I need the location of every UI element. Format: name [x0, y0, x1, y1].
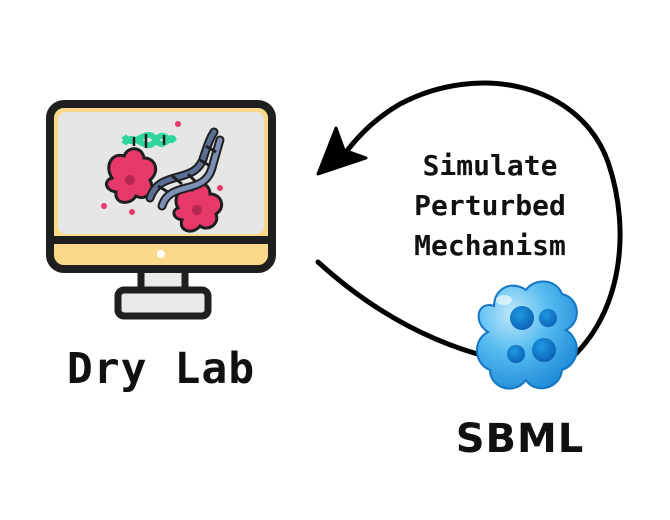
computer-monitor-icon: [46, 100, 276, 320]
monitor-base: [114, 286, 212, 320]
sbml-logo-hole: [507, 345, 525, 363]
cell-icon: [172, 182, 224, 233]
cell-fragment-icon: [175, 121, 181, 127]
arrowhead-icon: [316, 126, 368, 176]
sbml-label: SBML: [455, 416, 585, 462]
caption-line-1: Simulate: [422, 149, 558, 182]
power-button-icon: [157, 250, 165, 258]
sbml-logo-hole: [539, 309, 557, 327]
dna-icon-small: [121, 131, 177, 149]
sbml-logo-highlight: [496, 295, 512, 305]
loop-arrow: [315, 80, 623, 369]
dry-lab-label: Dry Lab: [66, 344, 256, 394]
loop-arrow-bottom-arc: [315, 259, 495, 361]
loop-arrow-top-arc: [343, 80, 623, 369]
sbml-logo: [476, 280, 578, 390]
caption-line-3: Mechanism: [414, 229, 566, 262]
sbml-logo-hole: [532, 338, 556, 362]
sbml-logo-hole: [510, 306, 534, 330]
process-caption: Simulate Perturbed Mechanism: [372, 146, 608, 266]
monitor-screen: [58, 112, 264, 234]
dna-icon-large: [145, 127, 225, 211]
cell-fragment-icon: [129, 209, 135, 215]
cell-icon: [101, 147, 158, 209]
caption-line-2: Perturbed: [414, 189, 566, 222]
sbml-logo-shape: [476, 280, 578, 390]
